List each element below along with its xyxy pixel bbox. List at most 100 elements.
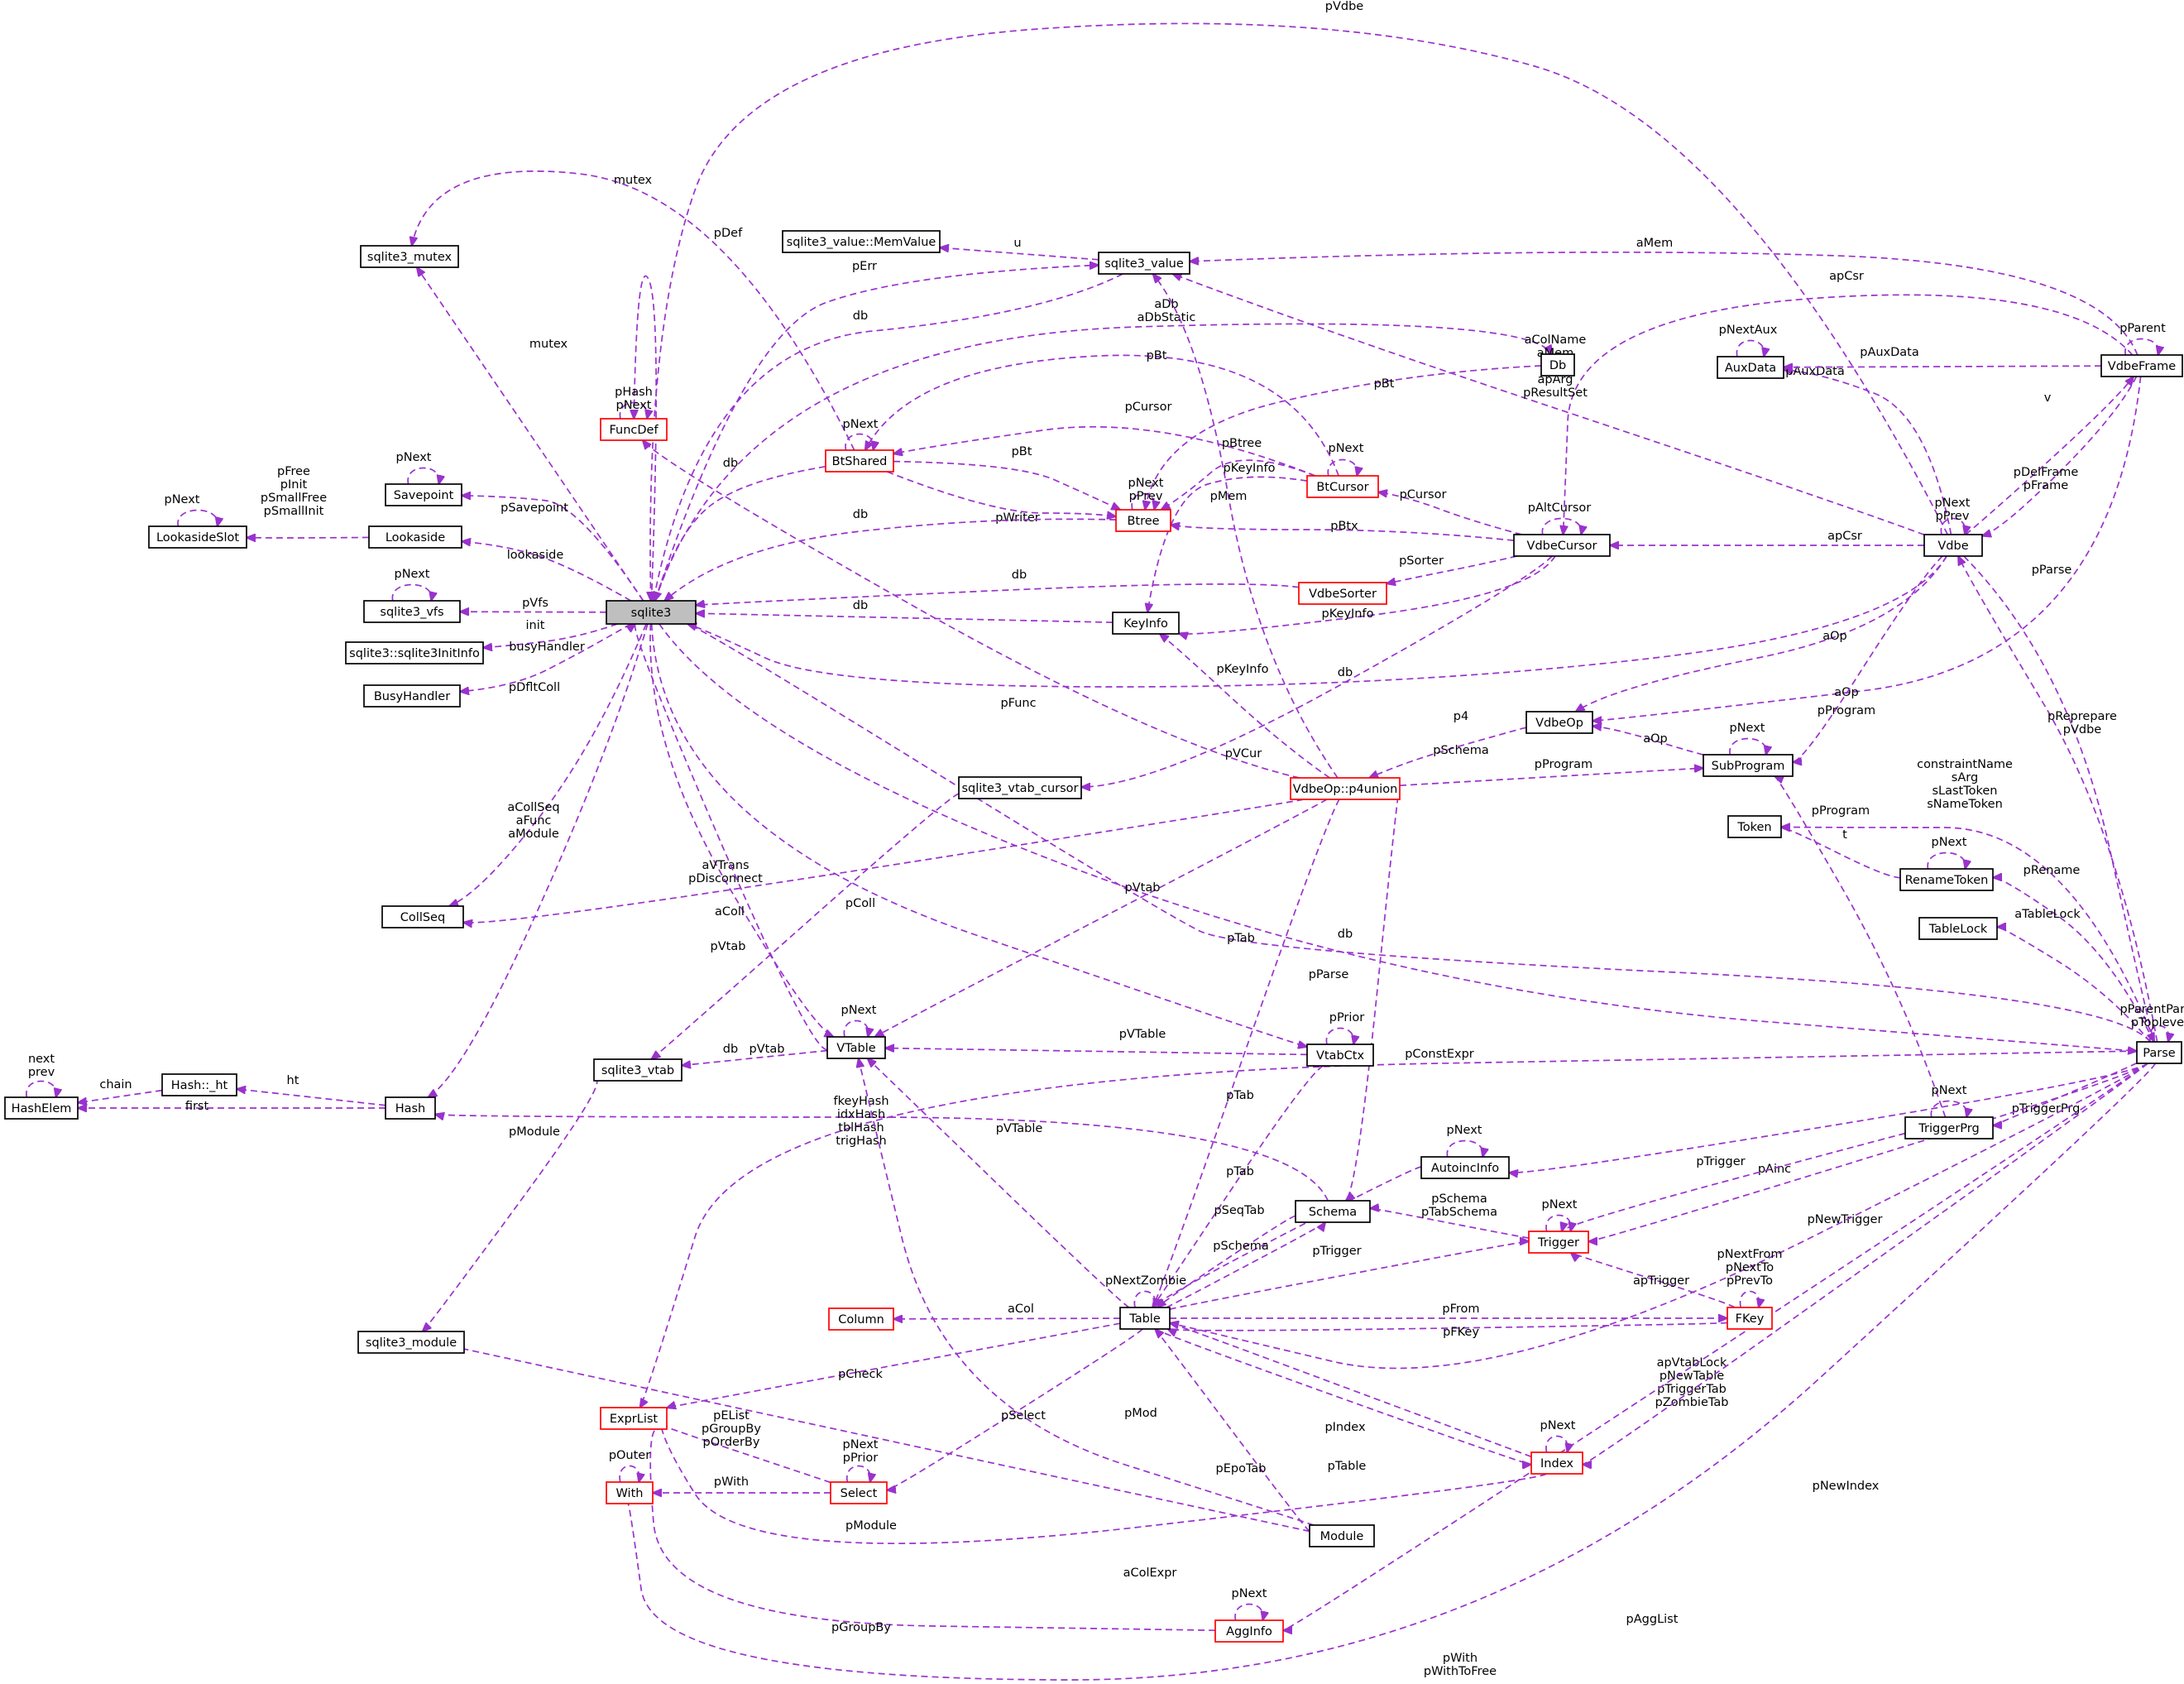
edge-label-parse_self: pParentParsepToplevel <box>2119 1003 2184 1029</box>
node-btree[interactable]: Btree <box>1115 509 1171 532</box>
edge-pSorter <box>1387 555 1517 583</box>
edge-pSeqTab <box>1157 1215 1296 1307</box>
node-label: HashElem <box>12 1102 72 1115</box>
node-module[interactable]: Module <box>1309 1524 1375 1547</box>
edge-pProgram_vdbe <box>1793 555 1943 762</box>
node-vdbeop[interactable]: VdbeOp <box>1525 711 1593 734</box>
node-label: Btree <box>1127 515 1159 528</box>
node-label: sqlite3_value <box>1104 257 1184 271</box>
edge-label-pNewIndex: pNewIndex <box>1813 1480 1880 1493</box>
node-hash-ht[interactable]: Hash::_ht <box>161 1073 237 1096</box>
node-box <box>1904 1116 1994 1139</box>
node-label: VTable <box>836 1042 875 1055</box>
edge-pDelFrame <box>1982 376 2138 536</box>
node-agginfo[interactable]: AggInfo <box>1214 1619 1284 1643</box>
node-btshared[interactable]: BtShared <box>825 449 894 473</box>
node-box <box>4 1096 79 1120</box>
edge-label-pVfs: pVfs <box>522 597 548 610</box>
node-index[interactable]: Index <box>1530 1451 1583 1475</box>
node-triggerprg[interactable]: TriggerPrg <box>1904 1116 1994 1139</box>
node-select[interactable]: Select <box>830 1481 888 1504</box>
edge-label-t: t <box>1842 828 1847 842</box>
edge-label-pWith: pWith <box>714 1475 749 1489</box>
node-box <box>1717 356 1784 379</box>
node-column[interactable]: Column <box>828 1307 894 1331</box>
node-collseq[interactable]: CollSeq <box>381 905 464 928</box>
node-label: BtCursor <box>1316 481 1368 494</box>
node-box <box>826 1036 886 1059</box>
edge-mutex_top <box>412 170 855 451</box>
node-lookaside[interactable]: Lookaside <box>368 525 462 549</box>
self-loop-funcdef_self <box>619 401 647 420</box>
node-autoincinfo[interactable]: AutoincInfo <box>1420 1156 1510 1179</box>
node-renametoken[interactable]: RenameToken <box>1899 868 1994 891</box>
node-box <box>363 600 461 623</box>
node-fkey[interactable]: FKey <box>1727 1307 1773 1330</box>
node-savepoint[interactable]: Savepoint <box>385 483 462 506</box>
node-parse[interactable]: Parse <box>2136 1041 2182 1064</box>
node-sqlite3-value[interactable]: sqlite3_value <box>1098 252 1190 275</box>
self-loop-select_self <box>846 1465 870 1483</box>
node-table[interactable]: Table <box>1119 1307 1171 1330</box>
node-memvalue[interactable]: sqlite3_value::MemValue <box>782 230 941 253</box>
edge-label-triggerprg_self: pNext <box>1932 1084 1967 1097</box>
edge-label-pSeqTab: pSeqTab <box>1214 1204 1264 1217</box>
edge-aMem <box>1190 251 2138 356</box>
node-box <box>825 449 894 473</box>
edge-pColl <box>650 623 1307 1047</box>
edge-label-pBt_btshared: pBt <box>1374 377 1395 391</box>
edge-label-pSorter: pSorter <box>1399 554 1444 568</box>
edge-label-pVTable_ctx: pVTable <box>1119 1028 1166 1041</box>
node-sqlite3-module[interactable]: sqlite3_module <box>357 1331 465 1354</box>
node-box <box>1115 509 1171 532</box>
edge-pParse <box>1963 555 2154 1042</box>
node-vtabctx[interactable]: VtabCtx <box>1306 1044 1374 1067</box>
edge-v <box>1965 377 2134 535</box>
node-box <box>958 776 1082 799</box>
node-keyinfo[interactable]: KeyInfo <box>1112 612 1180 635</box>
edge-label-pGroupBy: pGroupBy <box>831 1621 891 1634</box>
edge-db_btshared <box>655 465 826 601</box>
node-sqlite3-vtab-cursor[interactable]: sqlite3_vtab_cursor <box>958 776 1082 799</box>
node-box <box>600 1407 668 1430</box>
node-token[interactable]: Token <box>1727 815 1782 838</box>
edge-pMod <box>859 1058 1315 1526</box>
edge-pCursor_vc <box>1378 492 1522 535</box>
node-sqlite3-vfs[interactable]: sqlite3_vfs <box>363 600 461 623</box>
node-label: FKey <box>1736 1312 1765 1326</box>
node-vdbesorter[interactable]: VdbeSorter <box>1298 582 1387 605</box>
node-busyhandler[interactable]: BusyHandler <box>363 684 461 708</box>
node-vdbe[interactable]: Vdbe <box>1923 534 1983 557</box>
node-vdbecursor[interactable]: VdbeCursor <box>1513 534 1611 557</box>
node-btcursor[interactable]: BtCursor <box>1306 475 1379 498</box>
node-funcdef[interactable]: FuncDef <box>600 418 668 441</box>
node-lookasideslot[interactable]: LookasideSlot <box>148 525 247 549</box>
edge-pWriter <box>886 471 1116 516</box>
edge-pEpoTab <box>1155 1329 1310 1533</box>
node-sqlite3-mutex[interactable]: sqlite3_mutex <box>360 245 459 268</box>
self-loop-agginfo_self <box>1234 1603 1263 1621</box>
node-auxdata[interactable]: AuxData <box>1717 356 1784 379</box>
node-hash[interactable]: Hash <box>385 1096 436 1120</box>
edge-label-first: first <box>185 1100 209 1113</box>
node-hashelem[interactable]: HashElem <box>4 1096 79 1120</box>
node-sqlite3[interactable]: sqlite3 <box>606 600 697 625</box>
node-initinfo[interactable]: sqlite3::sqlite3InitInfo <box>345 641 484 664</box>
node-tablelock[interactable]: TableLock <box>1918 917 1998 940</box>
edge-aDb <box>654 323 1552 602</box>
node-schema[interactable]: Schema <box>1295 1200 1371 1223</box>
node-trigger[interactable]: Trigger <box>1528 1231 1589 1254</box>
node-p4union[interactable]: VdbeOp::p4union <box>1290 777 1401 800</box>
node-label: Module <box>1320 1530 1364 1543</box>
node-label: Hash <box>395 1102 426 1115</box>
self-loop-vdbecursor_self <box>1541 517 1581 535</box>
node-subprogram[interactable]: SubProgram <box>1703 754 1794 777</box>
node-sqlite3-vtab[interactable]: sqlite3_vtab <box>593 1058 682 1082</box>
node-vdbeframe[interactable]: VdbeFrame <box>2100 354 2183 377</box>
edge-pModule_module <box>464 1349 1310 1533</box>
node-exprlist[interactable]: ExprList <box>600 1407 668 1430</box>
node-vtable[interactable]: VTable <box>826 1036 886 1059</box>
node-db[interactable]: Db <box>1540 353 1575 377</box>
edge-db_keyinfo <box>696 613 1114 623</box>
node-with[interactable]: With <box>606 1481 654 1504</box>
